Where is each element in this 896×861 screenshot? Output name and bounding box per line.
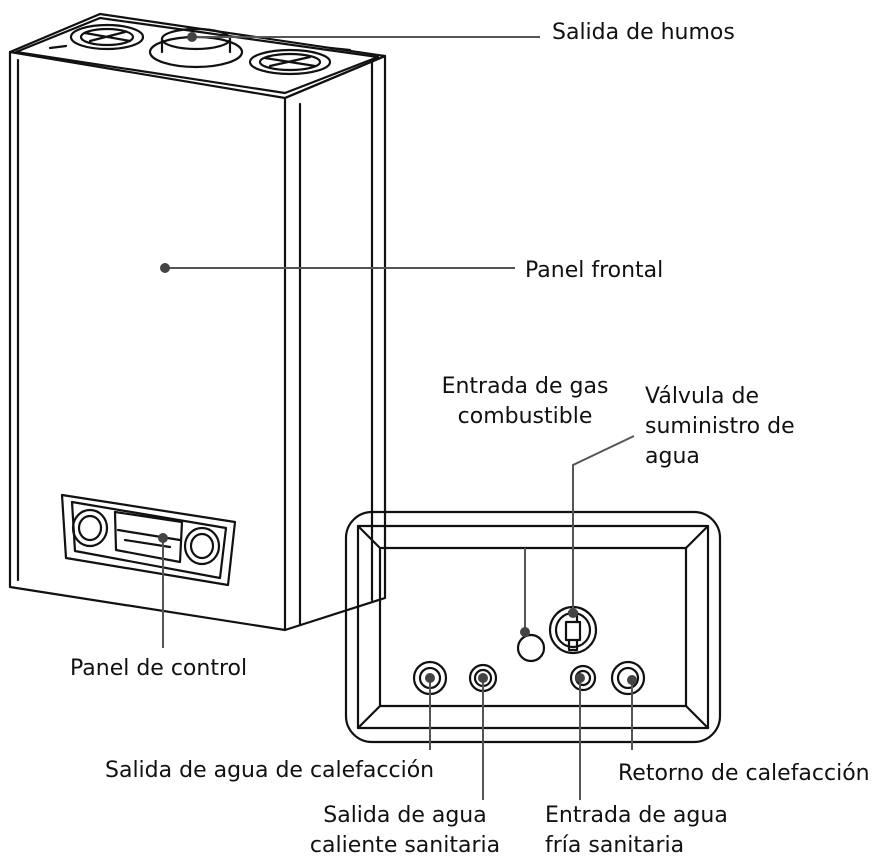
- label-water-valve-line-2: suministro de: [645, 414, 795, 439]
- connection-box: [344, 510, 722, 744]
- label-water-valve: Válvula de suministro de agua: [645, 382, 795, 472]
- label-cold-water-inlet-line-1: Entrada de agua: [545, 803, 728, 828]
- label-hot-water-outlet-line-2: caliente sanitaria: [309, 833, 501, 858]
- label-water-valve-line-3: agua: [645, 444, 700, 469]
- label-cold-water-inlet-line-2: fría sanitaria: [545, 833, 685, 858]
- label-control-panel: Panel de control: [70, 656, 248, 681]
- label-gas-inlet-line-2: combustible: [457, 404, 593, 429]
- label-hot-water-outlet: Salida de agua caliente sanitaria: [300, 801, 510, 861]
- label-hot-water-outlet-line-1: Salida de agua: [323, 803, 487, 828]
- label-heating-outlet: Salida de agua de calefacción: [105, 758, 435, 783]
- boiler-body: [8, 12, 387, 632]
- label-heating-return: Retorno de calefacción: [618, 761, 870, 786]
- right-knob: [183, 526, 221, 566]
- label-front-panel: Panel frontal: [525, 258, 664, 283]
- label-flue-outlet: Salida de humos: [552, 20, 735, 45]
- gas-inlet-fitting: [516, 633, 546, 663]
- cold-water-inlet-fitting: [569, 664, 597, 692]
- label-gas-inlet: Entrada de gas combustible: [432, 372, 618, 432]
- left-knob: [71, 508, 109, 548]
- label-water-valve-line-1: Válvula de: [645, 384, 759, 409]
- label-gas-inlet-line-1: Entrada de gas: [441, 374, 609, 399]
- label-cold-water-inlet: Entrada de agua fría sanitaria: [545, 801, 728, 861]
- leader-water-valve: [572, 435, 635, 613]
- control-panel-unit: [60, 493, 237, 587]
- heating-return-fitting: [610, 660, 646, 696]
